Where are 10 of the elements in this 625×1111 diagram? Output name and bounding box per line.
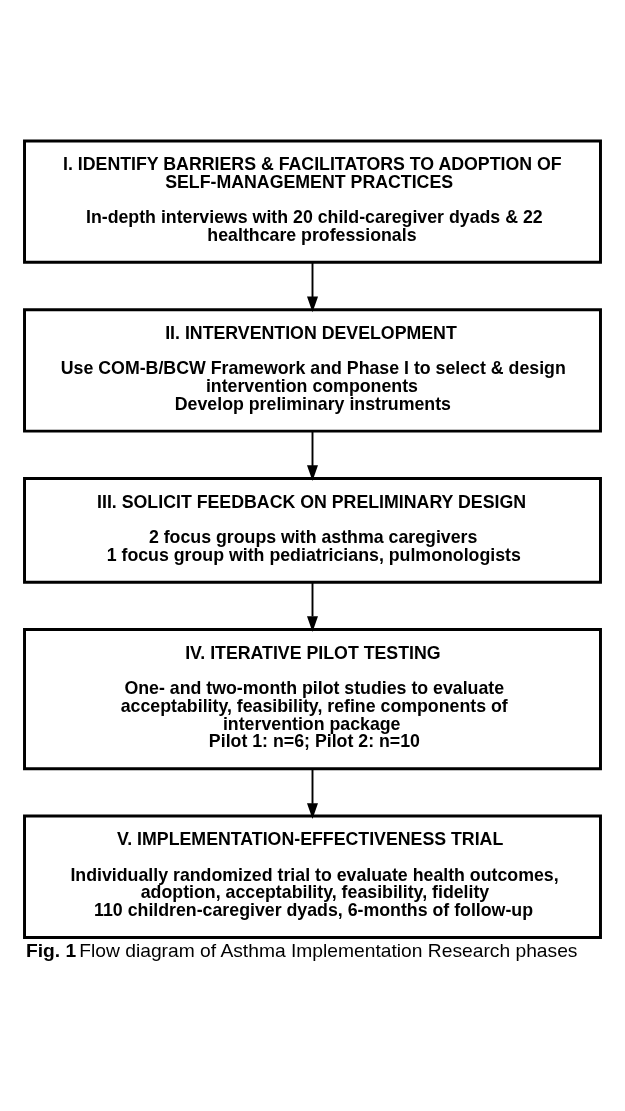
arrow bbox=[307, 581, 318, 632]
arrow bbox=[307, 261, 318, 313]
node-box: V. IMPLEMENTATION-EFFECTIVENESS TRIAL Individually randomized trial to evaluate health outcomes, adoption, acceptability, feasibility, fidelity 110 children-caregiver dyads, 6-months of follow-up bbox=[23, 814, 602, 939]
node-box: I. IDENTIFY BARRIERS & FACILITATORS TO ADOPTION OF SELF-MANAGEMENT PRACTICES In-depth interviews with 20 child-caregiver dyads & 22 healthcare professionals bbox=[23, 139, 602, 264]
caption: Fig. 1 Flow diagram of Asthma Implementation Research phases bbox=[26, 940, 578, 962]
node-box: III. SOLICIT FEEDBACK ON PRELIMINARY DESIGN 2 focus groups with asthma caregivers 1 focus group with pediatricians, pulmonologists bbox=[23, 477, 602, 584]
arrow bbox=[307, 430, 318, 482]
arrow bbox=[307, 768, 318, 819]
node-box: IV. ITERATIVE PILOT TESTING One- and two-month pilot studies to evaluate acceptability, feasibility, refine components of intervention package Pilot 1: n=6; Pilot 2: n=10 bbox=[23, 628, 602, 771]
node-box: II. INTERVENTION DEVELOPMENT Use COM-B/BCW Framework and Phase I to select & design intervention components Develop preliminary instruments bbox=[23, 308, 602, 433]
